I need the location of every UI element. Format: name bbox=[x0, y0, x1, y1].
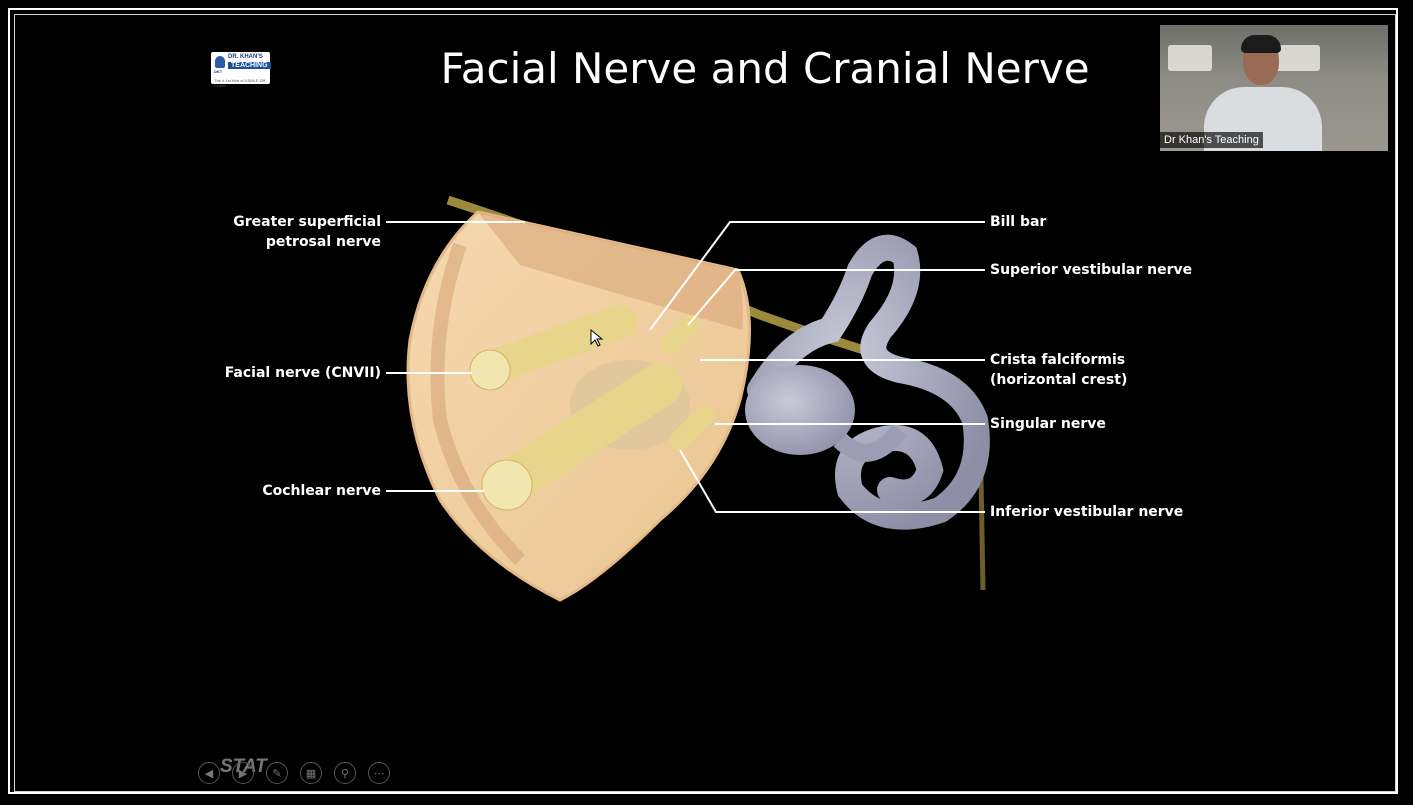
zoom-button[interactable]: ⚲ bbox=[334, 762, 356, 784]
label-singular-nerve: Singular nerve bbox=[990, 414, 1106, 434]
inner-ear-labyrinth bbox=[745, 248, 977, 517]
next-slide-button[interactable]: ▶ bbox=[232, 762, 254, 784]
label-greater-superficial-petrosal: Greater superficial petrosal nerve bbox=[233, 212, 381, 252]
label-facial-nerve: Facial nerve (CNVII) bbox=[225, 363, 381, 383]
label-inferior-vestibular-nerve: Inferior vestibular nerve bbox=[990, 502, 1183, 522]
see-all-slides-button[interactable]: ▦ bbox=[300, 762, 322, 784]
more-options-button[interactable]: ⋯ bbox=[368, 762, 390, 784]
label-bill-bar: Bill bar bbox=[990, 212, 1046, 232]
superior-vestibular-nerve bbox=[670, 325, 690, 345]
pen-tool-button[interactable]: ✎ bbox=[266, 762, 288, 784]
previous-slide-button[interactable]: ◀ bbox=[198, 762, 220, 784]
label-superior-vestibular-nerve: Superior vestibular nerve bbox=[990, 260, 1192, 280]
label-cochlear-nerve: Cochlear nerve bbox=[262, 481, 381, 501]
label-crista-falciformis: Crista falciformis (horizontal crest) bbox=[990, 350, 1127, 390]
